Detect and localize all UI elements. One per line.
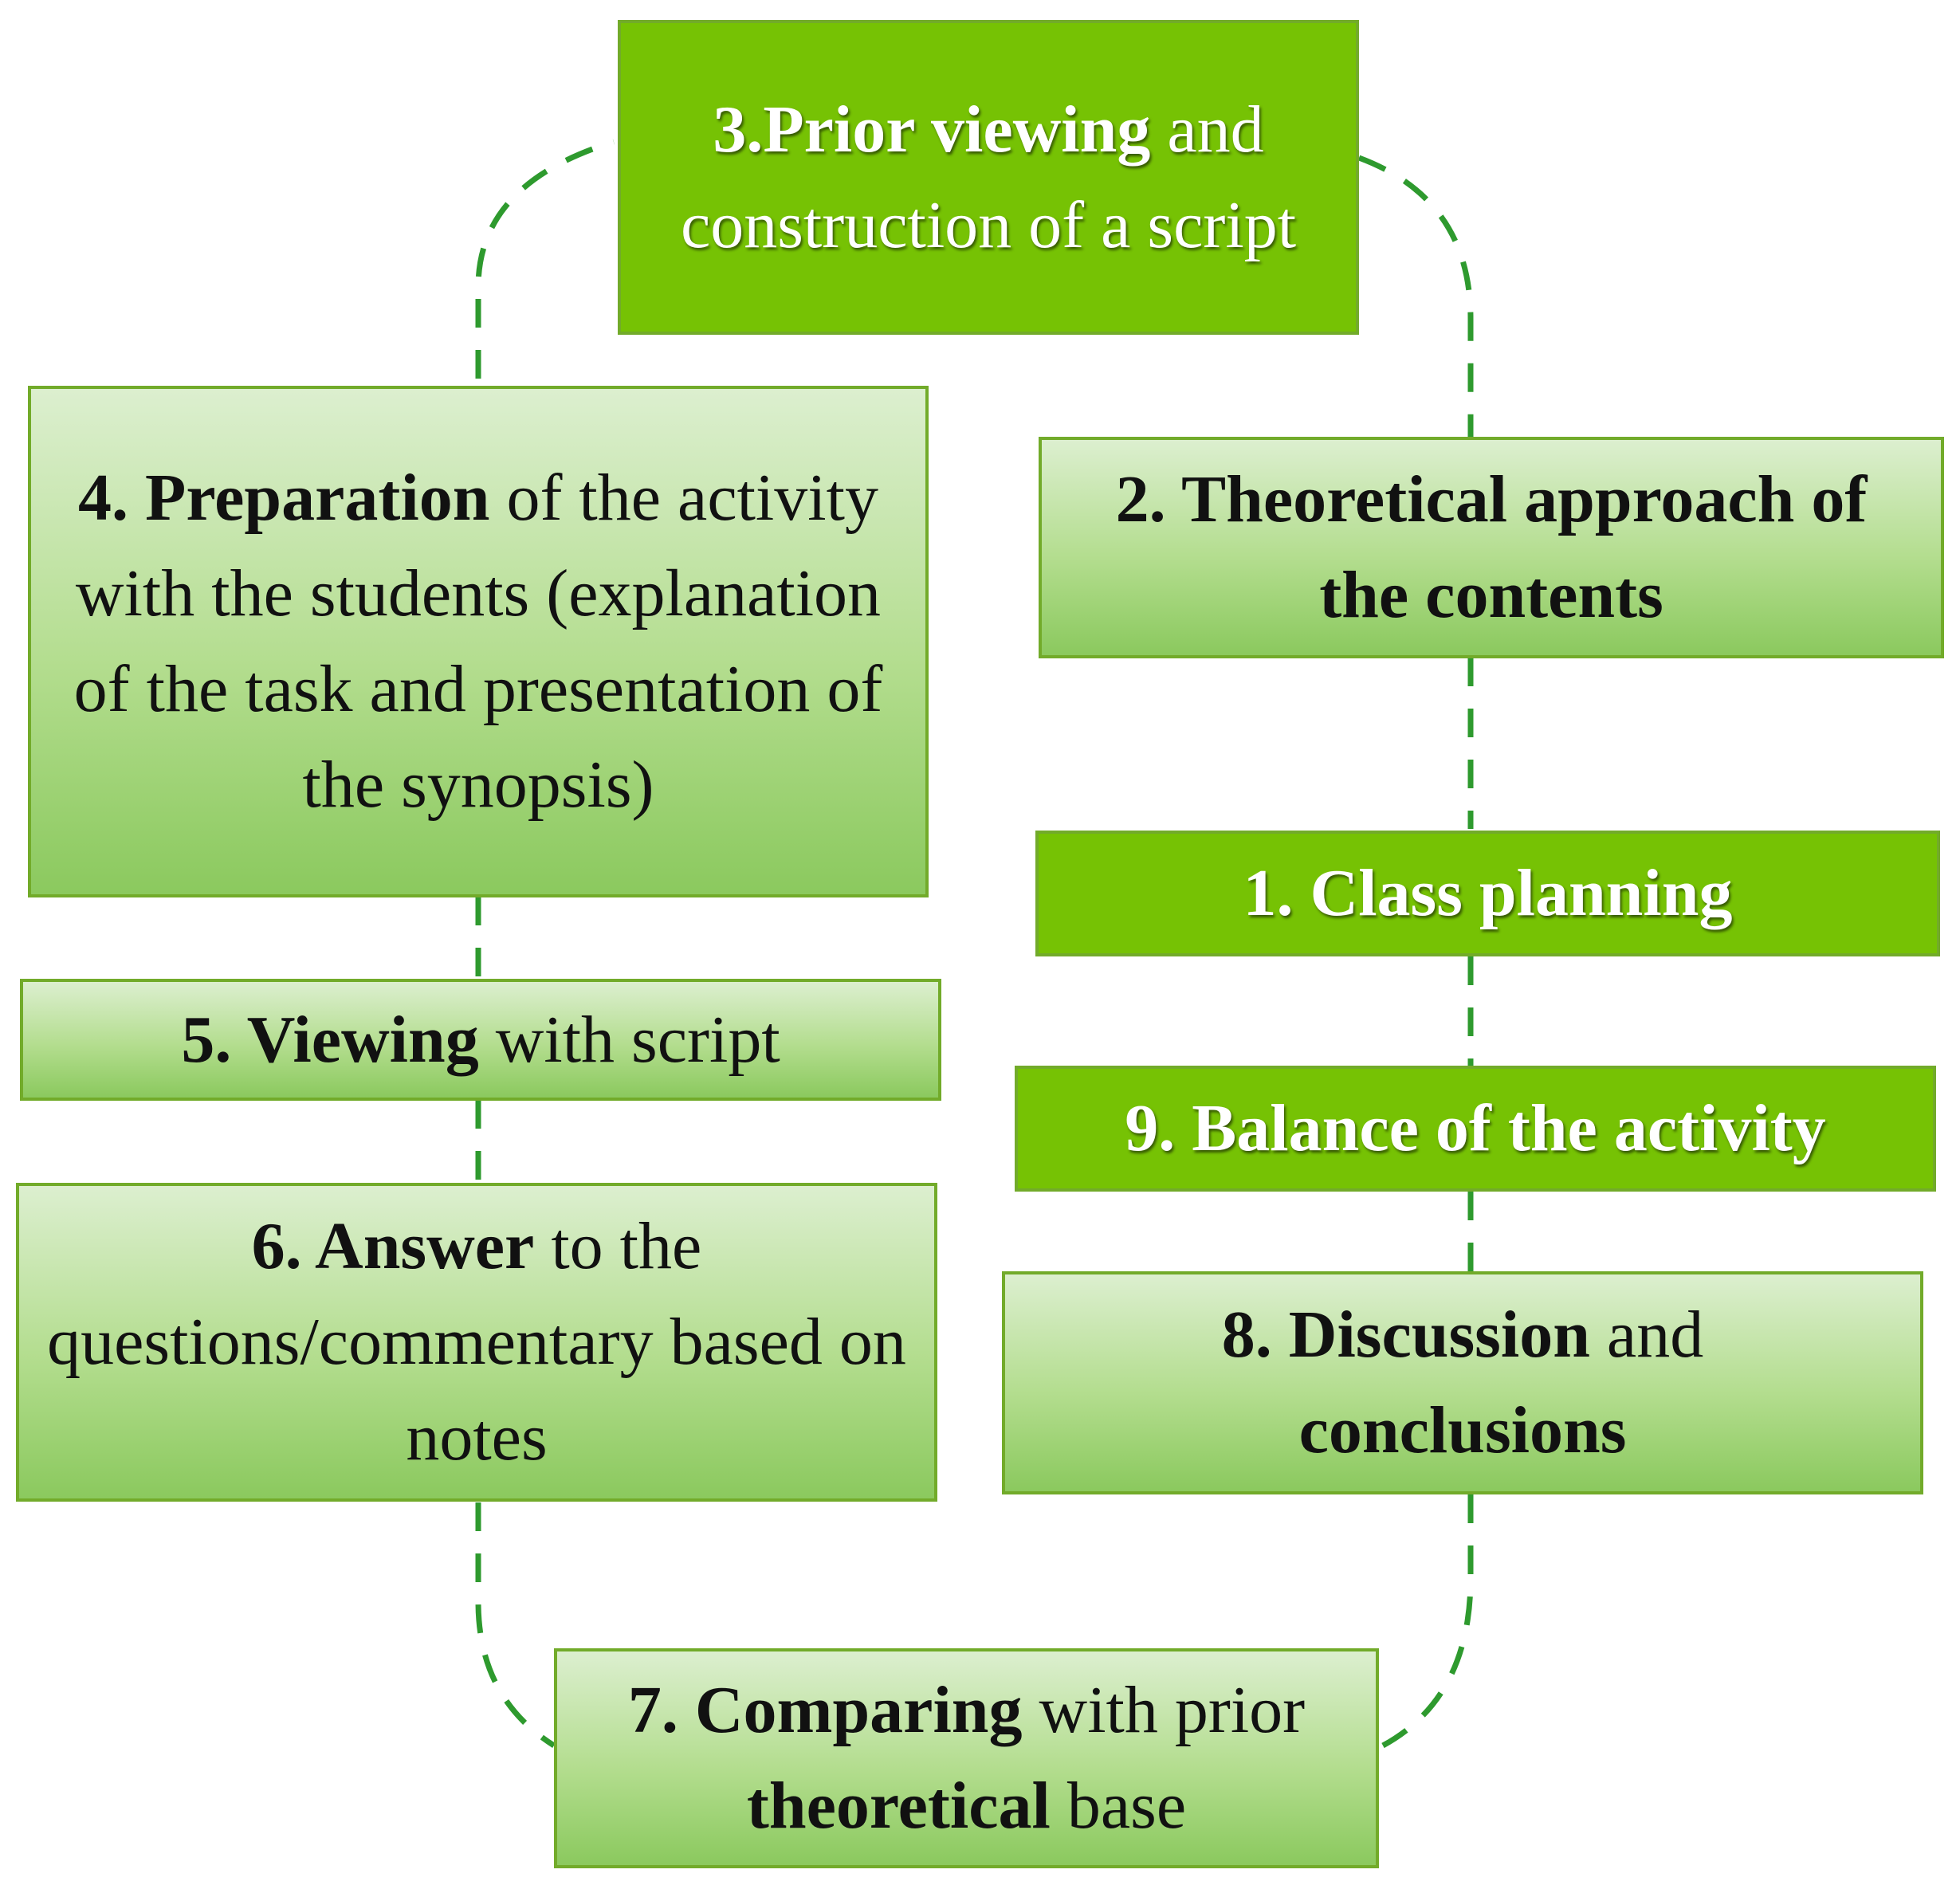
step-4-preparation-text: 4. Preparation of the activity with the …	[45, 450, 911, 833]
step-7-comparing-segment: 7. Comparing	[627, 1673, 1023, 1747]
connector-left-lower	[475, 1502, 556, 1748]
step-7-comparing-box: 7. Comparing with prior theoretical base	[554, 1648, 1379, 1868]
step-8-discussion-segment: 8. Discussion	[1221, 1298, 1590, 1372]
step-8-discussion-segment: and	[1589, 1298, 1721, 1372]
step-8-discussion-text: 8. Discussion and conclusions	[1093, 1287, 1832, 1479]
step-3-prior-viewing-box: 3.Prior viewing and construction of a sc…	[618, 20, 1359, 335]
connector-right-lower	[1381, 1494, 1474, 1749]
step-9-balance-box: 9. Balance of the activity	[1015, 1066, 1936, 1192]
connector-right-upper	[1357, 155, 1474, 437]
step-1-class-planning-segment: 1. Class planning	[1243, 856, 1733, 930]
step-6-answer-box: 6. Answer to the questions/commentary ba…	[16, 1183, 937, 1502]
step-9-balance-segment: 9. Balance of the activity	[1125, 1091, 1826, 1165]
step-7-comparing-segment: theoretical	[746, 1769, 1051, 1843]
step-7-comparing-segment: with prior	[1022, 1673, 1322, 1747]
step-2-theoretical-approach-text: 2. Theoretical approach of the contents	[1090, 452, 1893, 643]
step-5-viewing-text: 5. Viewing with script	[181, 992, 780, 1088]
step-6-answer-segment: to the questions/commentary based on not…	[47, 1209, 923, 1475]
step-1-class-planning-text: 1. Class planning	[1243, 846, 1733, 941]
step-5-viewing-box: 5. Viewing with script	[20, 979, 941, 1101]
step-2-theoretical-approach-box: 2. Theoretical approach of the contents	[1039, 437, 1944, 658]
step-8-discussion-box: 8. Discussion and conclusions	[1002, 1271, 1923, 1494]
step-5-viewing-segment: with script	[478, 1002, 780, 1077]
step-9-balance-text: 9. Balance of the activity	[1125, 1081, 1826, 1176]
step-6-answer-segment: 6. Answer	[251, 1209, 535, 1283]
step-1-class-planning-box: 1. Class planning	[1035, 831, 1940, 956]
step-4-preparation-box: 4. Preparation of the activity with the …	[28, 386, 929, 897]
step-5-viewing-segment: 5. Viewing	[181, 1002, 479, 1077]
step-8-discussion-segment: conclusions	[1298, 1393, 1627, 1467]
connector-left-upper	[475, 139, 615, 379]
step-7-comparing-text: 7. Comparing with prior theoretical base	[613, 1663, 1320, 1854]
step-4-preparation-segment: of the activity with the students (expla…	[73, 461, 900, 822]
step-3-prior-viewing-text: 3.Prior viewing and construction of a sc…	[635, 82, 1341, 273]
step-4-preparation-segment: 4. Preparation	[78, 461, 490, 535]
step-7-comparing-segment: base	[1050, 1769, 1187, 1843]
step-6-answer-text: 6. Answer to the questions/commentary ba…	[33, 1199, 920, 1486]
step-2-theoretical-approach-segment: 2. Theoretical approach of the contents	[1115, 462, 1884, 632]
step-3-prior-viewing-segment: 3.Prior viewing	[713, 92, 1151, 167]
step-3-prior-viewing-segment: and construction of a script	[680, 92, 1297, 262]
